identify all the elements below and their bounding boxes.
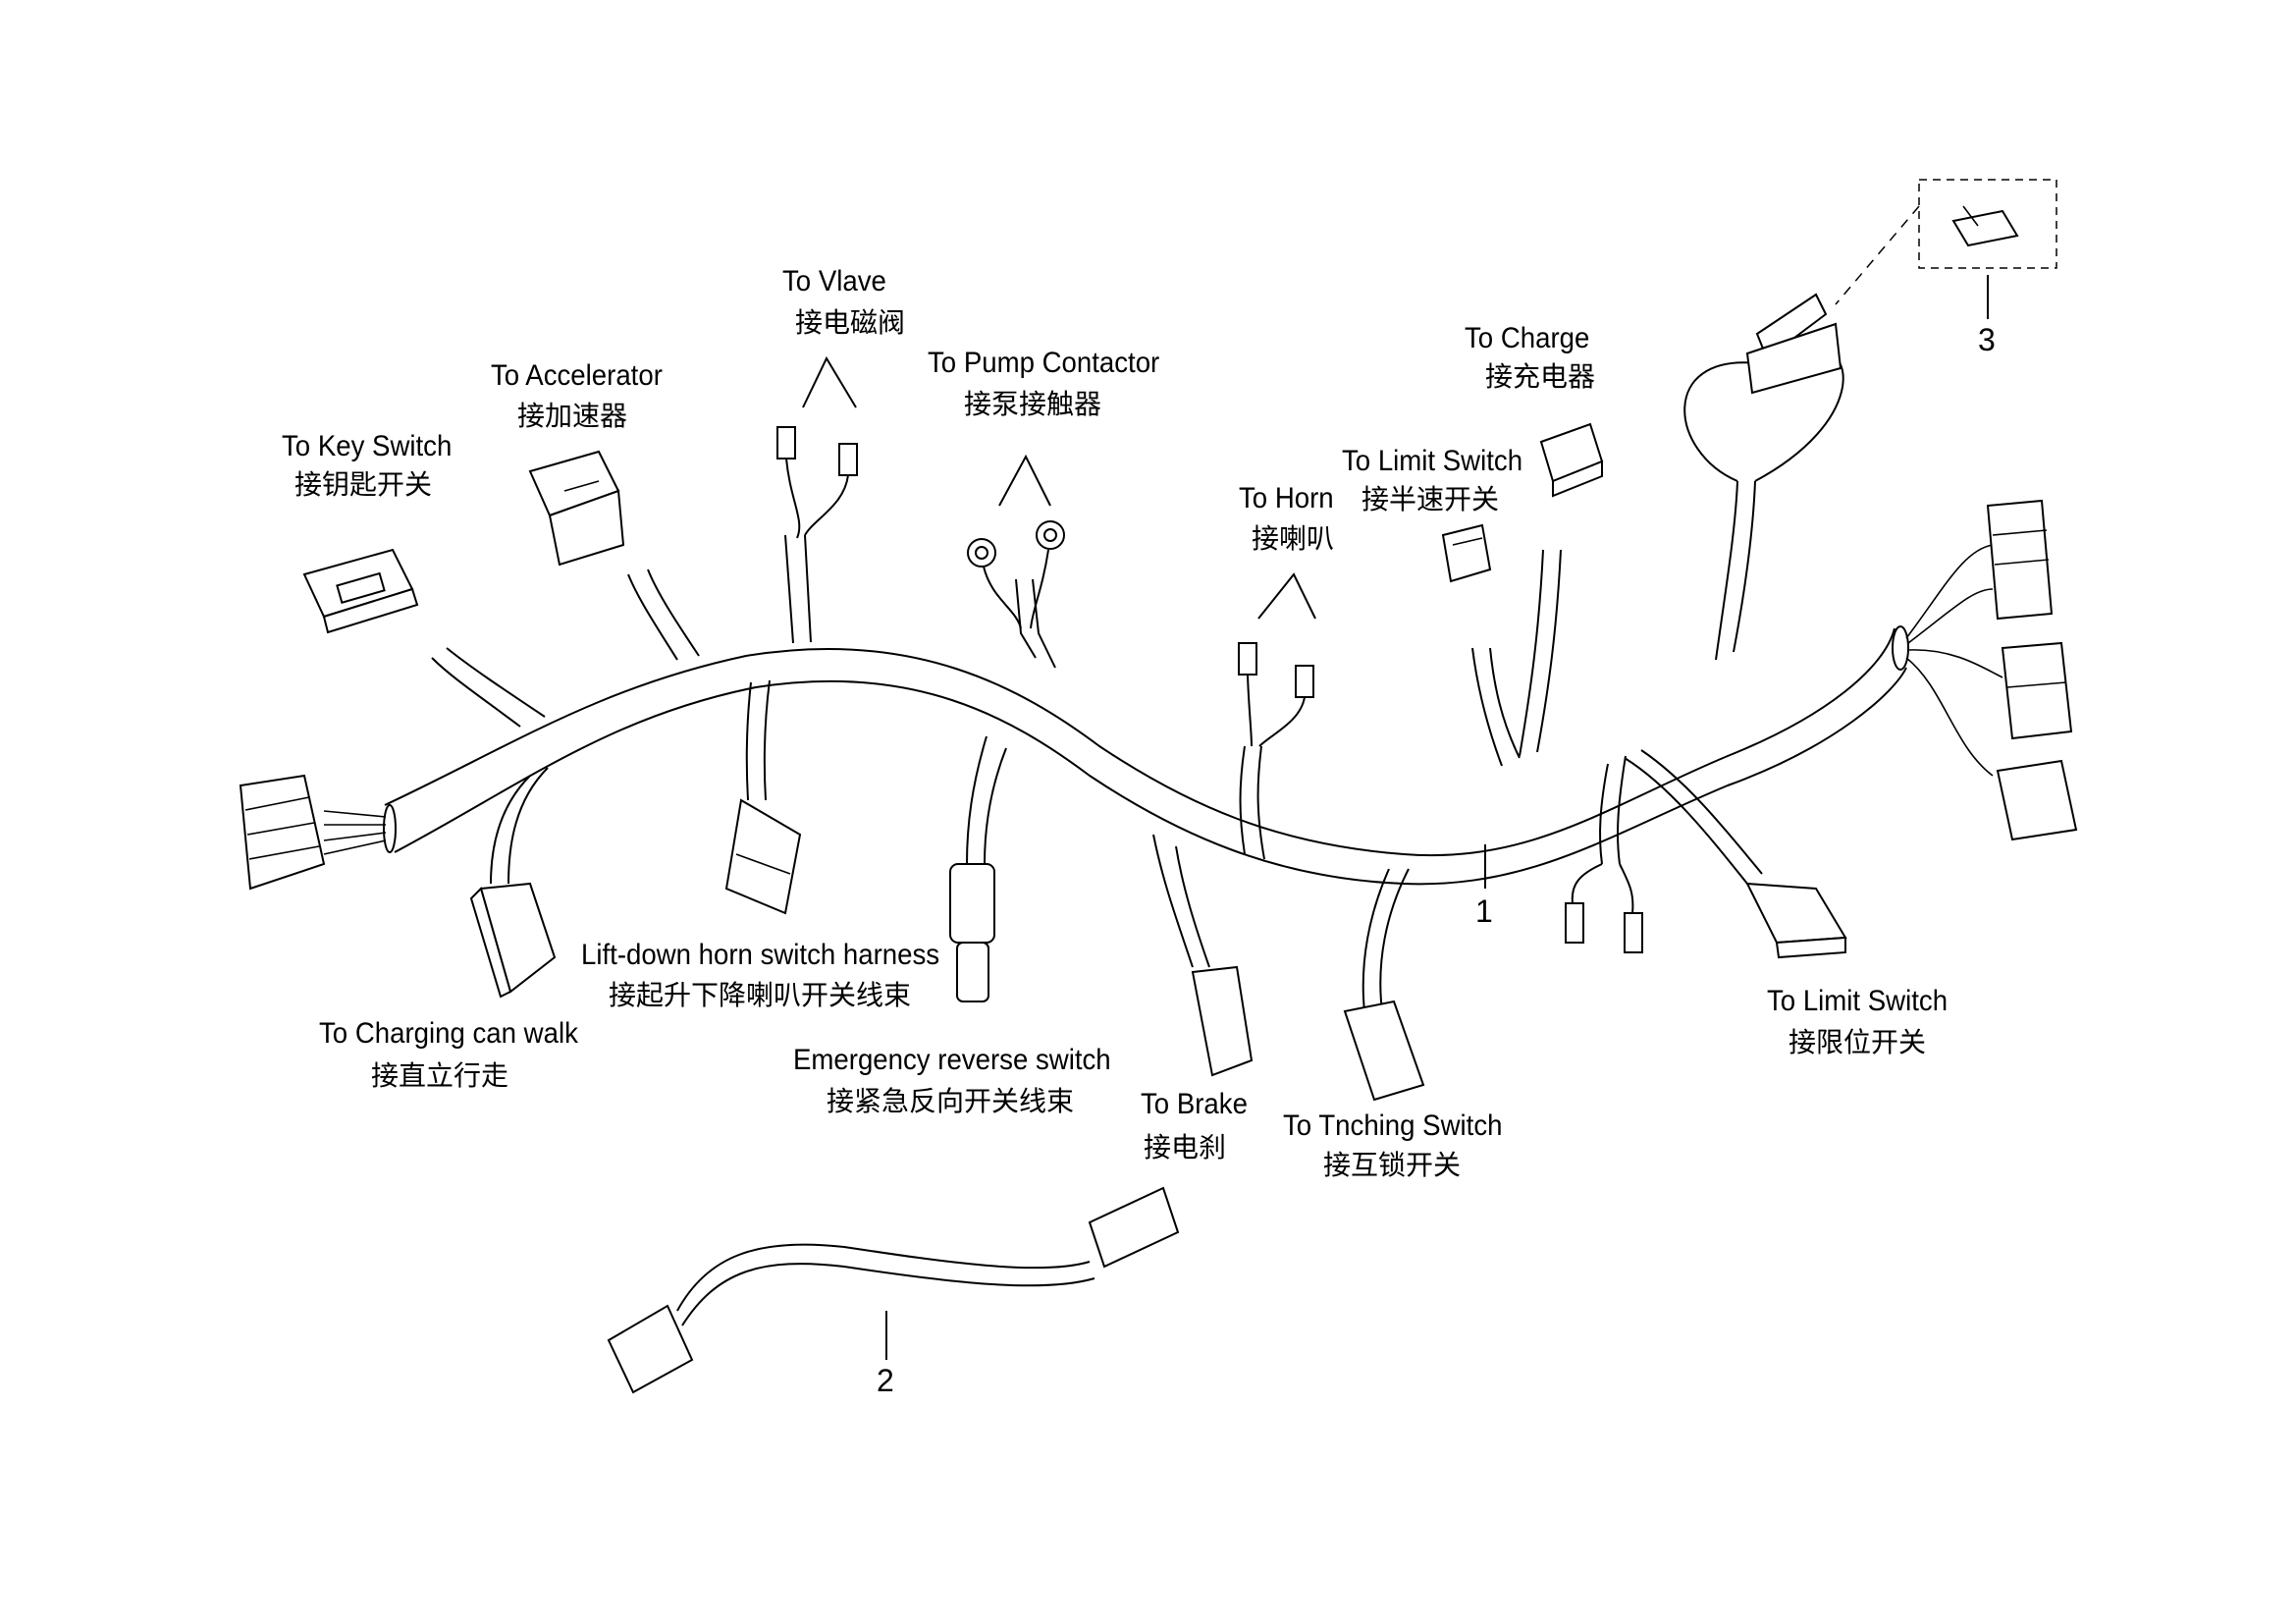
label-accelerator-zh: 接加速器 [517, 400, 628, 432]
connector-horn [1238, 642, 1314, 747]
connector-limit-switch-top [1441, 523, 1492, 583]
label-horn-en: To Horn [1239, 482, 1334, 514]
label-charging-walk-en: To Charging can walk [319, 1017, 578, 1050]
label-key-switch-zh: 接钥匙开关 [294, 468, 433, 501]
connector-key-switch [302, 548, 419, 634]
connector-brake [1191, 965, 1254, 1077]
label-limit-switch-bottom-en: To Limit Switch [1767, 985, 1949, 1017]
label-inching-en: To Tnching Switch [1283, 1109, 1503, 1142]
connector-pump-ring-terminals [967, 520, 1065, 629]
callout-1: 1 [1475, 893, 1493, 929]
label-valve-en: To Vlave [782, 265, 886, 298]
label-limit-switch-top-en: To Limit Switch [1342, 445, 1523, 477]
connector-lower-right-jumper [1565, 863, 1643, 953]
connector-charging-walk [469, 882, 557, 999]
connector-lift-down [724, 798, 802, 915]
connector-right-bottom [1996, 759, 2078, 841]
connector-inching [1343, 1000, 1425, 1102]
label-charge-zh: 接充电器 [1485, 360, 1596, 393]
label-brake-zh: 接电刹 [1144, 1131, 1227, 1163]
callout-2: 2 [877, 1363, 894, 1398]
connector-right-middle [2001, 641, 2073, 740]
connector-fuse-holder [1683, 293, 1844, 482]
connector-accelerator [528, 450, 625, 567]
label-lift-down-en: Lift-down horn switch harness [581, 939, 940, 971]
label-inching-zh: 接互锁开关 [1323, 1149, 1462, 1181]
label-pump-contactor-zh: 接泵接触器 [964, 388, 1102, 420]
label-pump-contactor-en: To Pump Contactor [928, 347, 1160, 379]
label-valve-zh: 接电磁阀 [795, 306, 906, 339]
label-brake-en: To Brake [1141, 1088, 1248, 1120]
label-charging-walk-zh: 接直立行走 [371, 1059, 509, 1092]
connector-valve [776, 426, 858, 539]
label-limit-switch-top-zh: 接半速开关 [1362, 483, 1500, 515]
connector-limit-switch-bottom [1745, 882, 1847, 959]
label-lift-down-zh: 接起升下降喇叭开关线束 [609, 979, 912, 1011]
connector-charge [1539, 422, 1604, 498]
main-harness-trunk [383, 625, 1909, 886]
harness-branches [323, 480, 2003, 1012]
connector-right-top [1986, 499, 2054, 621]
connector-left-main [239, 774, 326, 891]
label-charge-en: To Charge [1465, 322, 1590, 354]
fuse-part [1835, 179, 2057, 319]
connector-emergency [949, 863, 995, 1002]
callout-3: 3 [1978, 322, 1996, 357]
label-limit-switch-bottom-zh: 接限位开关 [1789, 1026, 1927, 1058]
label-emergency-en: Emergency reverse switch [793, 1044, 1111, 1076]
leader-lines [802, 355, 1486, 889]
label-key-switch-en: To Key Switch [282, 430, 453, 462]
label-accelerator-en: To Accelerator [491, 359, 663, 392]
jumper-harness [607, 1186, 1180, 1394]
label-horn-zh: 接喇叭 [1252, 522, 1335, 555]
label-emergency-zh: 接紧急反向开关线束 [827, 1085, 1075, 1117]
